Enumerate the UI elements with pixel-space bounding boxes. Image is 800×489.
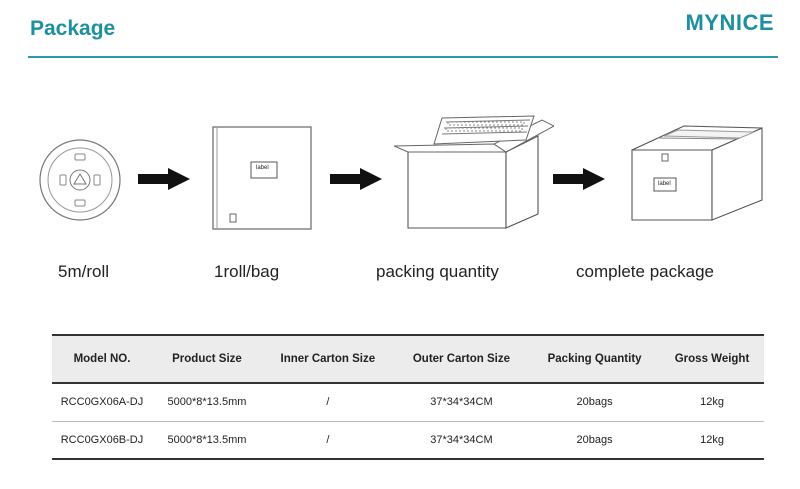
reel-illustration	[39, 139, 121, 221]
arrow-right-icon	[330, 168, 382, 190]
arrow-right-icon	[138, 168, 190, 190]
table-row: RCC0GX06B-DJ 5000*8*13.5mm / 37*34*34CM …	[52, 421, 764, 460]
table-cell: 5000*8*13.5mm	[152, 421, 262, 460]
table-row: RCC0GX06A-DJ 5000*8*13.5mm / 37*34*34CM …	[52, 382, 764, 422]
table-cell: 5000*8*13.5mm	[152, 382, 262, 422]
open-carton-illustration	[394, 115, 554, 229]
step-caption-bag: 1roll/bag	[214, 262, 280, 281]
column-header: Product Size	[152, 334, 262, 383]
column-header: Packing Quantity	[529, 334, 661, 383]
step-caption-complete: complete package	[576, 262, 714, 281]
table-cell: RCC0GX06B-DJ	[52, 421, 152, 460]
package-spec-table: Model NO. Product Size Inner Carton Size…	[52, 334, 764, 460]
column-header: Inner Carton Size	[261, 334, 394, 383]
table-cell: 20bags	[529, 421, 661, 460]
table-cell: 20bags	[529, 382, 661, 422]
table-cell: RCC0GX06A-DJ	[52, 382, 152, 422]
column-header: Outer Carton Size	[393, 334, 530, 383]
bag-label-text: label	[256, 165, 269, 171]
table-cell: 37*34*34CM	[393, 421, 530, 460]
brand-logo: MYNICE	[685, 10, 774, 35]
table-cell: /	[261, 382, 394, 422]
step-caption-roll: 5m/roll	[58, 262, 110, 281]
column-header: Model NO.	[52, 334, 152, 383]
bag-illustration	[212, 126, 312, 230]
table-cell: 12kg	[660, 382, 764, 422]
carton-label-text: label	[658, 181, 671, 187]
table-cell: /	[261, 421, 394, 460]
column-header: Gross Weight	[660, 334, 764, 383]
table-cell: 12kg	[660, 421, 764, 460]
step-caption-packing: packing quantity	[376, 262, 499, 281]
table-header-row: Model NO. Product Size Inner Carton Size…	[52, 334, 764, 383]
page-title: Package	[30, 17, 116, 40]
header-divider	[28, 56, 778, 58]
arrow-right-icon	[553, 168, 605, 190]
table-cell: 37*34*34CM	[393, 382, 530, 422]
closed-carton-illustration	[631, 125, 763, 221]
